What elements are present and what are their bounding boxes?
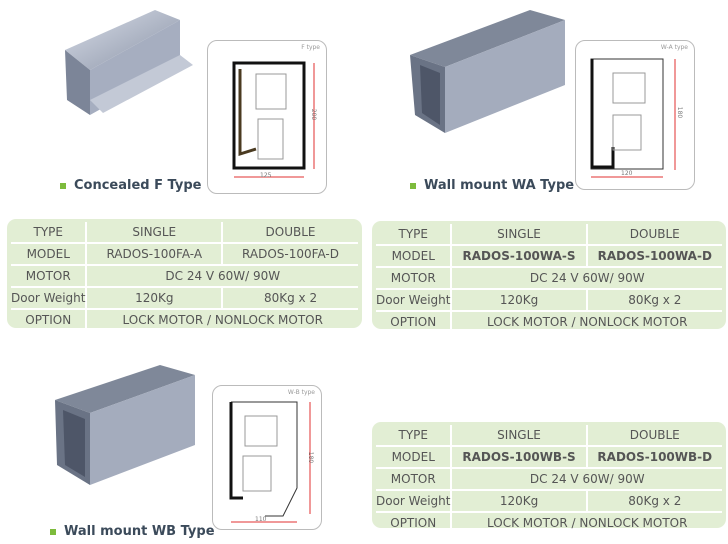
row-header: TYPE — [376, 224, 453, 246]
wb-type-diagram: W-B type 180 110 — [212, 385, 322, 530]
width-dimension: 125 — [260, 172, 272, 179]
bullet-icon — [50, 528, 56, 535]
row-header: MODEL — [376, 446, 453, 469]
height-dimension: 180 — [307, 451, 315, 464]
row-header: MOTOR — [376, 468, 453, 491]
wall-mount-wa-rail-photo — [400, 5, 570, 135]
double-cell: 80Kg x 2 — [586, 490, 722, 513]
table-row: OPTION LOCK MOTOR / NONLOCK MOTOR — [11, 309, 358, 330]
row-header: Door Weight — [376, 490, 453, 513]
bullet-icon — [410, 182, 416, 189]
diagram-type-label: W-A type — [660, 44, 688, 51]
concealed-f-type-label: Concealed F Type — [60, 178, 201, 193]
double-cell: RADOS-100WA-D — [586, 245, 722, 268]
double-cell: 80Kg x 2 — [222, 287, 358, 310]
width-dimension: 120 — [621, 170, 633, 177]
row-header: MODEL — [376, 245, 453, 268]
merged-cell: LOCK MOTOR / NONLOCK MOTOR — [487, 516, 688, 530]
row-header: MODEL — [11, 243, 88, 266]
f-type-diagram: F type 200 125 — [207, 40, 327, 194]
row-header: MOTOR — [11, 265, 88, 288]
double-cell: DOUBLE — [586, 425, 722, 447]
single-cell: 120Kg — [451, 289, 588, 312]
double-cell: RADOS-100FA-D — [222, 243, 358, 266]
wa-type-section-drawing — [590, 58, 676, 178]
single-cell: SINGLE — [86, 222, 224, 244]
row-header: TYPE — [11, 222, 88, 244]
merged-cell: LOCK MOTOR / NONLOCK MOTOR — [487, 315, 688, 329]
bullet-icon — [60, 182, 66, 189]
wall-mount-wb-type-label: Wall mount WB Type — [50, 524, 215, 539]
single-cell: 120Kg — [451, 490, 588, 513]
f-type-section-drawing — [232, 61, 315, 178]
wa-type-diagram: W-A type 180 120 — [575, 40, 695, 190]
single-cell: RADOS-100WA-S — [451, 245, 588, 268]
merged-cell: DC 24 V 60W/ 90W — [451, 468, 722, 491]
row-header: Door Weight — [11, 287, 88, 310]
wall-mount-wa-type-label: Wall mount WA Type — [410, 178, 574, 193]
width-dimension: 110 — [255, 516, 267, 523]
row-header: TYPE — [376, 425, 453, 447]
single-cell: RADOS-100WB-S — [451, 446, 588, 469]
height-dimension: 180 — [676, 106, 684, 119]
double-cell: DOUBLE — [586, 224, 722, 246]
diagram-type-label: F type — [301, 44, 320, 51]
double-cell: 80Kg x 2 — [586, 289, 722, 312]
double-cell: RADOS-100WB-D — [586, 446, 722, 469]
row-header: OPTION — [376, 512, 453, 533]
single-cell: SINGLE — [451, 224, 588, 246]
row-header: OPTION — [11, 309, 88, 330]
concealed-f-rail-photo — [45, 5, 195, 125]
row-header: OPTION — [376, 311, 453, 332]
table-row: OPTION LOCK MOTOR / NONLOCK MOTOR — [376, 311, 722, 332]
diagram-type-label: W-B type — [287, 389, 315, 396]
double-cell: DOUBLE — [222, 222, 358, 244]
single-cell: 120Kg — [86, 287, 224, 310]
row-header: MOTOR — [376, 267, 453, 290]
merged-cell: DC 24 V 60W/ 90W — [451, 267, 722, 290]
row-header: Door Weight — [376, 289, 453, 312]
table-row: OPTION LOCK MOTOR / NONLOCK MOTOR — [376, 512, 722, 533]
height-dimension: 200 — [310, 108, 318, 121]
single-cell: SINGLE — [451, 425, 588, 447]
wb-type-section-drawing — [229, 401, 311, 523]
wall-mount-wb-rail-photo — [45, 365, 205, 500]
merged-cell: LOCK MOTOR / NONLOCK MOTOR — [122, 313, 323, 327]
merged-cell: DC 24 V 60W/ 90W — [86, 265, 358, 288]
single-cell: RADOS-100FA-A — [86, 243, 224, 266]
